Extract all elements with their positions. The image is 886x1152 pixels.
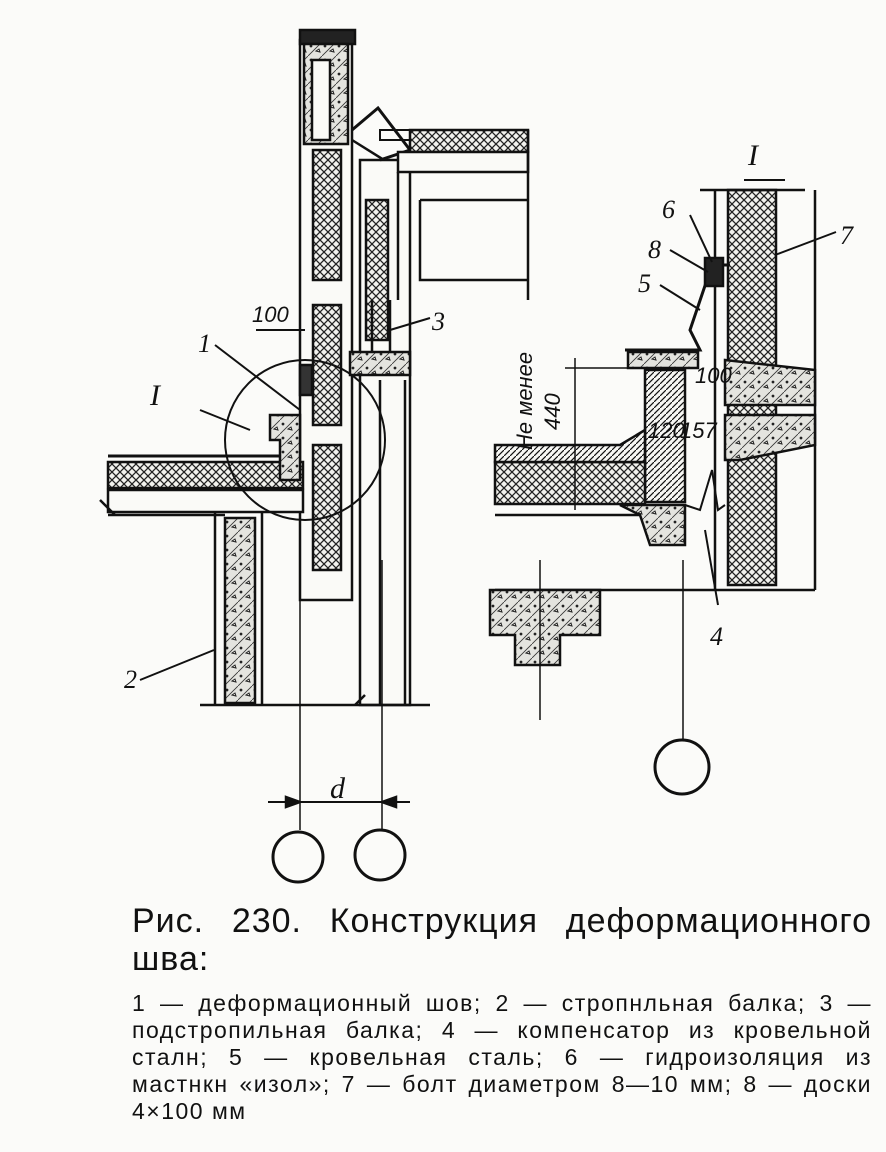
parapet-block (643, 368, 687, 504)
expansion-joint-drawing: I I 1 2 3 4 5 6 7 8 100 d Не менее 440 1… (99, 28, 854, 884)
label-6: 6 (662, 195, 675, 224)
compensator (684, 469, 726, 512)
roof-slab-left (106, 460, 305, 490)
label-3: 3 (431, 307, 445, 336)
figure-caption: Рис. 230. Конструкция деформационного шв… (132, 902, 872, 978)
dim-d: d (330, 772, 346, 805)
label-section-right: I (747, 139, 760, 172)
label-section-left: I (149, 379, 162, 412)
dim-440: 440 (540, 393, 565, 430)
right-detail (488, 179, 837, 796)
label-2: 2 (124, 665, 137, 694)
label-1: 1 (198, 329, 211, 358)
dim-157: 157 (680, 418, 717, 443)
subrafter-beam (348, 350, 412, 377)
axis-bubble-2 (353, 828, 407, 882)
expansion-joint (268, 413, 302, 482)
section-circle (224, 359, 386, 521)
dim-not-less: Не менее (512, 352, 537, 450)
axis-bubble-1 (271, 830, 325, 884)
roof-slab-right (493, 460, 647, 506)
beam-below (488, 588, 602, 667)
left-detail (99, 28, 530, 884)
roof-slab-top (408, 128, 530, 154)
label-5: 5 (638, 269, 651, 298)
label-7: 7 (840, 221, 854, 250)
dim-100-top: 100 (252, 302, 289, 327)
axis-bubble-3 (653, 738, 711, 796)
label-8: 8 (648, 235, 661, 264)
figure-legend: 1 — деформационный шов; 2 — стропнльная … (132, 990, 872, 1124)
dim-120: 120 (648, 418, 685, 443)
dim-100-right: 100 (695, 363, 732, 388)
wall-left-insulation (311, 148, 343, 282)
label-4: 4 (710, 622, 723, 651)
figure-labels: I I 1 2 3 4 5 6 7 8 100 d Не менее 440 1… (124, 139, 854, 805)
